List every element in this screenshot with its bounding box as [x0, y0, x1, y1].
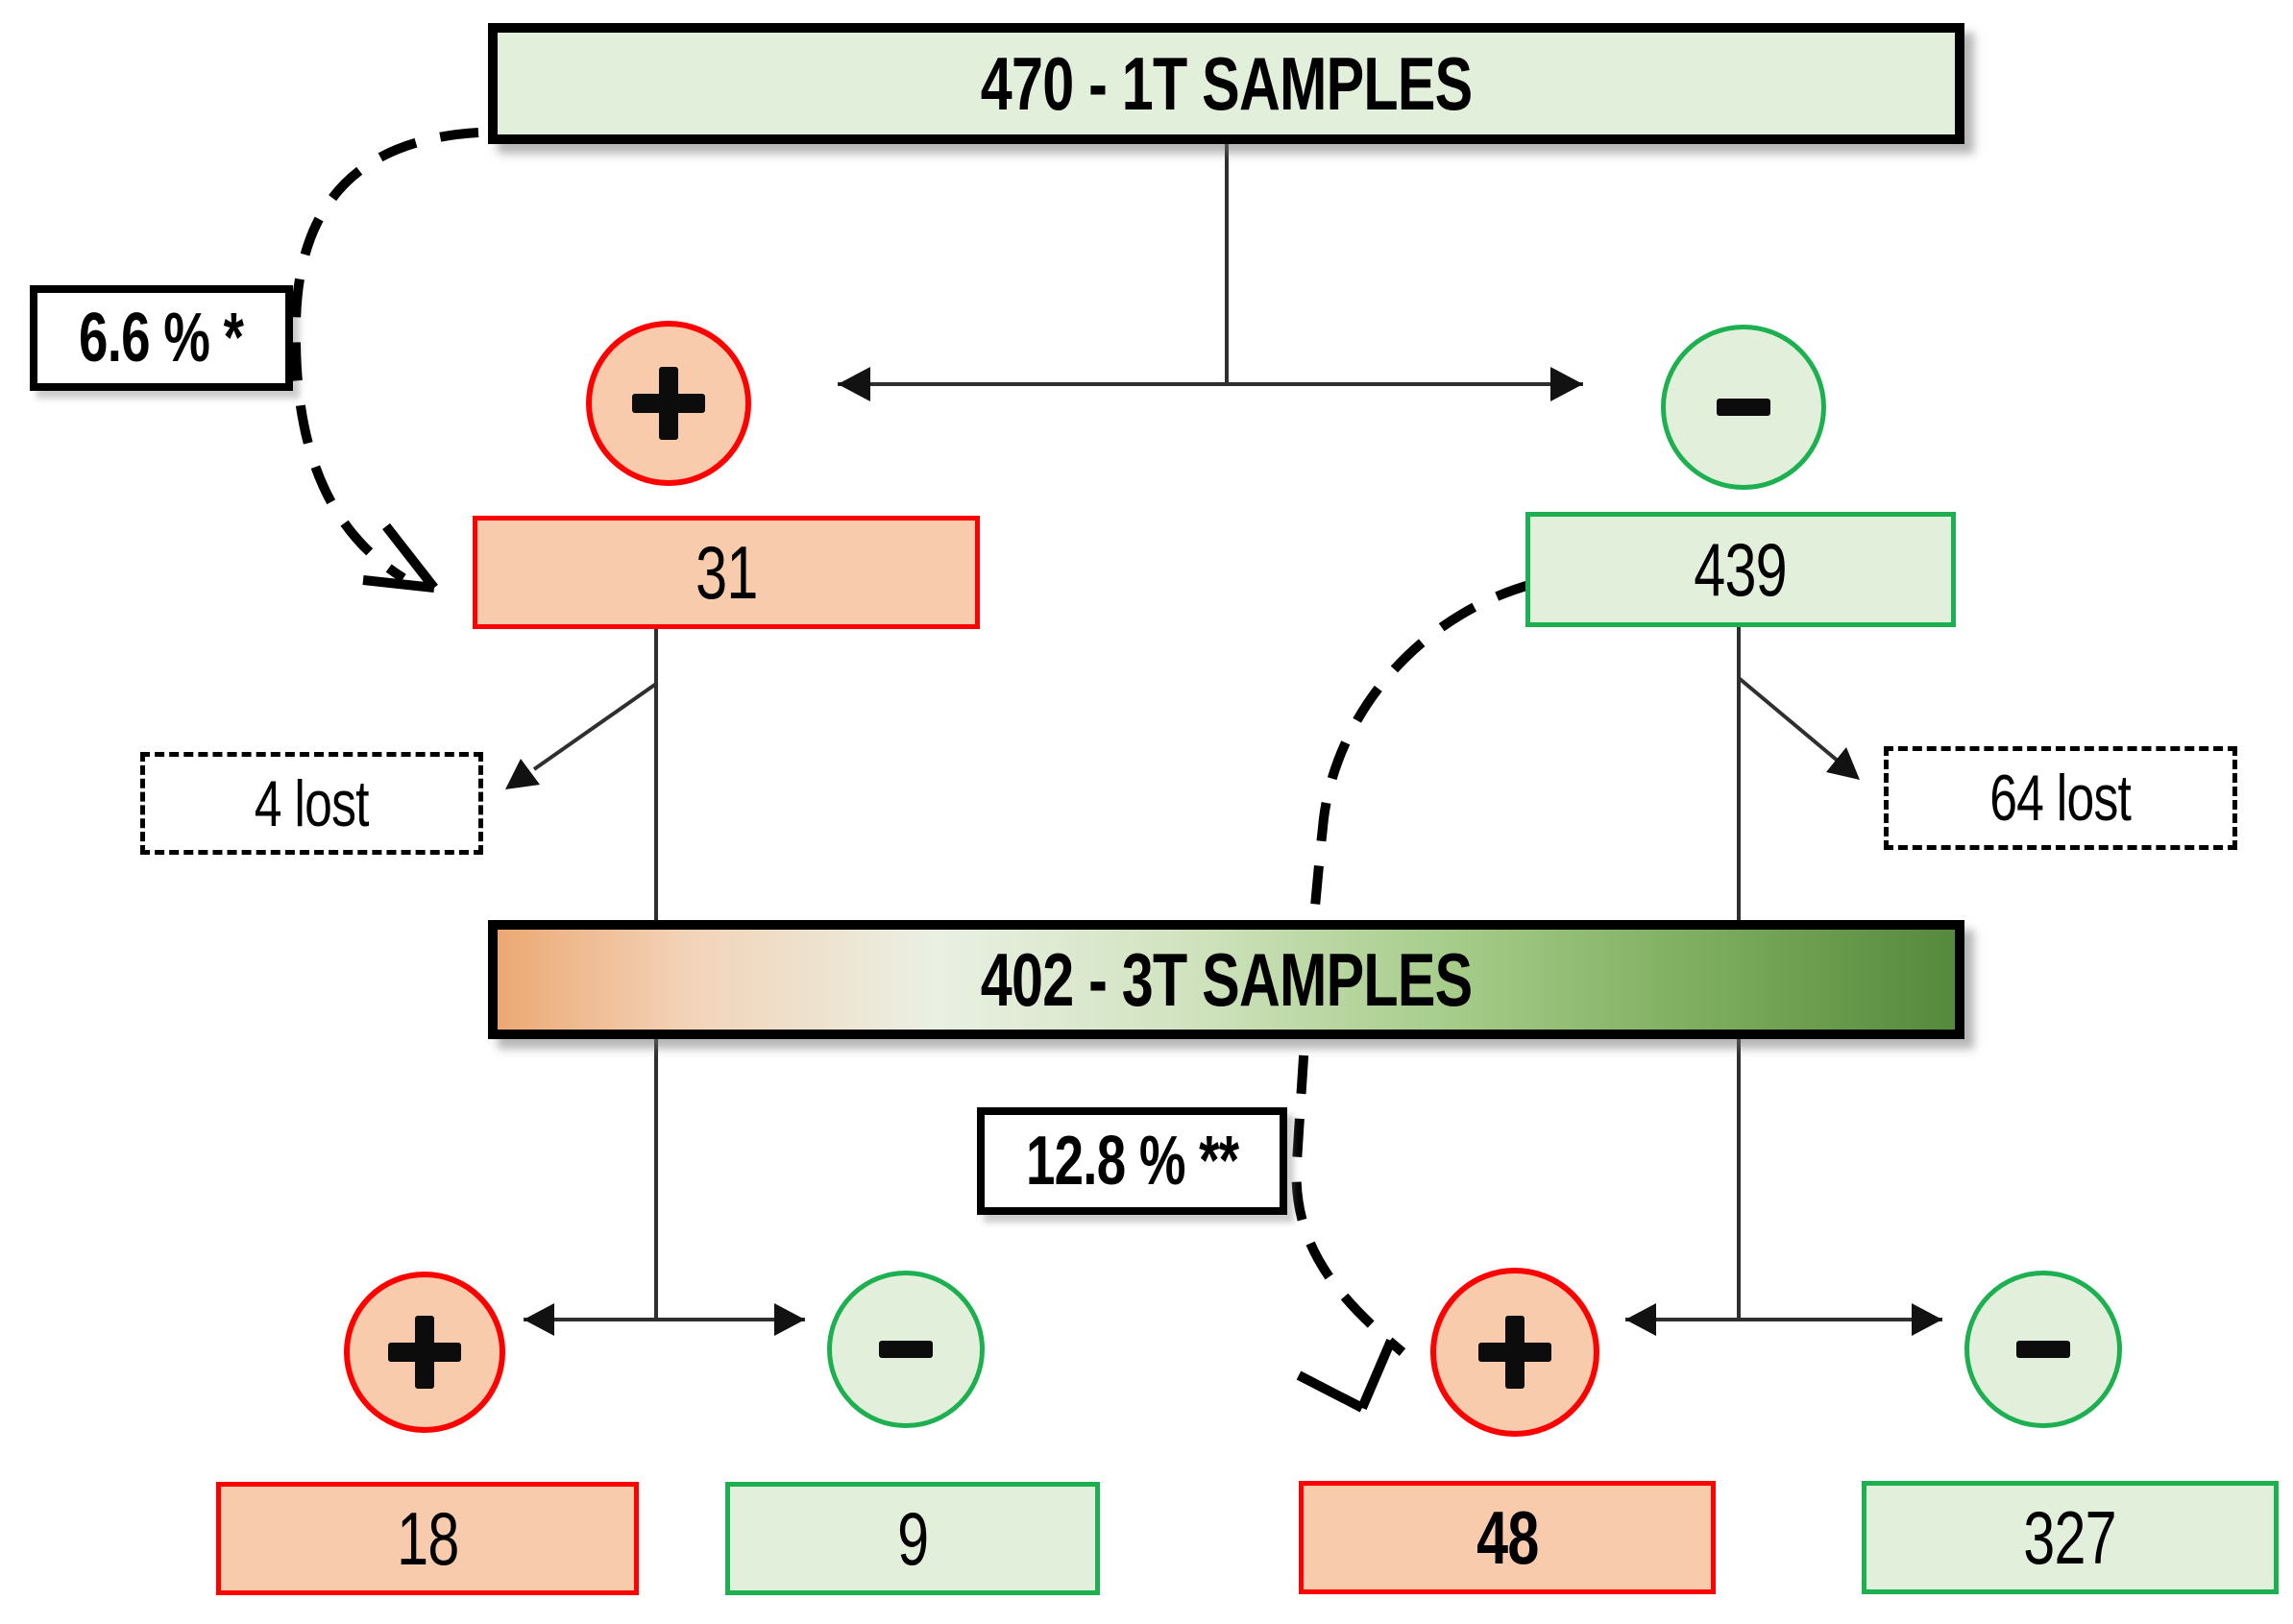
t1-positive-rate-box: 6.6 % *	[30, 285, 293, 391]
arrowhead-bottomleft-right	[774, 1303, 805, 1336]
t1-negative-circle	[1661, 325, 1826, 490]
t3-conversion-rate-box: 12.8 % **	[977, 1107, 1287, 1215]
plus-icon	[1436, 1273, 1594, 1431]
dashed-curve-470-to-31	[290, 128, 479, 583]
t3-left-negative-count: 9	[896, 1495, 929, 1581]
open-arrowhead-439-to-48	[1296, 1339, 1396, 1413]
lost-left-box: 4 lost	[140, 752, 483, 855]
t3-right-negative-circle	[1964, 1271, 2122, 1428]
plus-icon	[592, 327, 745, 480]
t3-right-negative-count: 327	[2023, 1494, 2117, 1580]
lost-left-arrow-line	[532, 682, 658, 771]
arrowhead-bottomright-left	[1625, 1303, 1656, 1336]
lost-right-box: 64 lost	[1884, 746, 2237, 850]
t3-right-positive-count-box: 48	[1299, 1481, 1716, 1594]
arrowhead-bottomright-right	[1912, 1303, 1942, 1336]
samples-3t-box: 402 - 3T SAMPLES	[488, 920, 1964, 1039]
t3-left-positive-circle	[344, 1272, 505, 1433]
t3-left-positive-count: 18	[396, 1495, 459, 1581]
t3-right-negative-count-box: 327	[1862, 1481, 2279, 1594]
lost-right-label: 64 lost	[1989, 762, 2133, 835]
samples-1t-label: 470 - 1T SAMPLES	[980, 40, 1473, 126]
arrowhead-top-left	[838, 367, 870, 401]
arrowhead-64lost	[1826, 747, 1860, 780]
t1-positive-count: 31	[695, 529, 758, 615]
t1-positive-rate-label: 6.6 % *	[79, 300, 244, 376]
minus-icon	[1969, 1275, 2117, 1423]
t1-negative-count: 439	[1694, 526, 1788, 612]
t3-conversion-rate-label: 12.8 % **	[1025, 1123, 1239, 1200]
dashed-conversion-arrow-470-to-31	[290, 128, 479, 593]
t3-left-positive-count-box: 18	[216, 1482, 639, 1595]
arrowhead-top-right	[1550, 367, 1583, 401]
arrowhead-bottomleft-left	[524, 1303, 554, 1336]
t3-right-positive-count: 48	[1476, 1494, 1539, 1580]
solid-connector-lines	[524, 144, 1942, 1321]
lost-right-arrow-line	[1737, 676, 1841, 764]
minus-icon	[1666, 329, 1821, 485]
samples-1t-box: 470 - 1T SAMPLES	[488, 23, 1964, 144]
t3-left-negative-circle	[827, 1271, 985, 1428]
solid-arrowheads	[505, 367, 1942, 1336]
t1-positive-count-box: 31	[473, 516, 980, 629]
lost-left-label: 4 lost	[255, 766, 370, 840]
t3-right-positive-circle	[1430, 1268, 1599, 1437]
open-arrowhead-470-to-31	[362, 522, 438, 593]
plus-icon	[350, 1277, 500, 1427]
t1-negative-count-box: 439	[1525, 512, 1956, 627]
arrowhead-4lost	[505, 759, 540, 789]
t1-positive-circle	[586, 321, 751, 486]
t3-left-negative-count-box: 9	[725, 1482, 1100, 1595]
samples-3t-label: 402 - 3T SAMPLES	[980, 936, 1473, 1022]
minus-icon	[832, 1275, 980, 1423]
